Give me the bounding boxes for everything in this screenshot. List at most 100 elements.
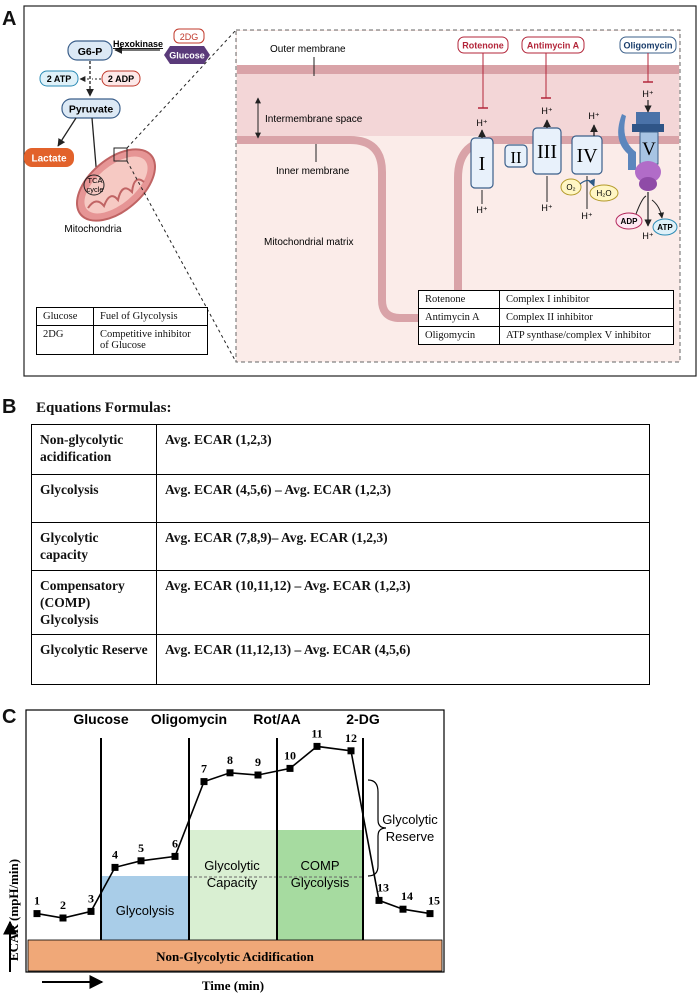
reserve-label-2: Reserve <box>386 829 434 844</box>
oligomycin-label: Oligomycin <box>623 41 672 51</box>
data-label-12: 12 <box>345 731 357 745</box>
data-point-4 <box>111 863 119 871</box>
glucose-label: Glucose <box>169 51 205 61</box>
data-point-6 <box>171 852 179 860</box>
svg-text:H⁺: H⁺ <box>476 118 487 128</box>
data-label-2: 2 <box>60 898 66 912</box>
lactate-box <box>24 148 74 167</box>
svg-text:ATP: ATP <box>657 223 673 232</box>
antimycin-box <box>521 36 585 54</box>
data-label-8: 8 <box>227 753 233 767</box>
complex-ii <box>504 144 528 168</box>
svg-text:H⁺: H⁺ <box>476 205 487 215</box>
hexokinase-label: Hexokinase <box>113 39 163 49</box>
svg-text:V: V <box>642 139 656 160</box>
tag-2dg-label: 2DG <box>180 32 199 42</box>
complex-iv <box>571 135 603 175</box>
svg-text:H⁺: H⁺ <box>541 203 552 213</box>
tca-label: TCA <box>88 176 103 185</box>
region-label-glycolysis: Glycolysis <box>116 903 175 918</box>
svg-text:H⁺: H⁺ <box>588 111 599 121</box>
svg-text:O₂: O₂ <box>566 183 575 192</box>
injection-label-rotaa: Rot/AA <box>253 711 300 727</box>
h2o-ellipse <box>589 184 619 202</box>
svg-text:H⁺: H⁺ <box>541 106 552 116</box>
panel-b-letter: B <box>2 396 17 418</box>
data-point-5 <box>137 857 145 865</box>
data-label-15: 15 <box>428 894 440 908</box>
matrix-label: Mitochondrial matrix <box>264 237 353 248</box>
tag-2dg-box <box>173 28 205 44</box>
svg-text:H⁺: H⁺ <box>642 89 653 99</box>
cycle-label: cycle <box>86 185 103 194</box>
intermembrane-space <box>237 74 679 136</box>
baseline-label: Non-Glycolytic Acidification <box>156 949 315 964</box>
inner-membrane-label: Inner membrane <box>276 166 350 177</box>
data-point-7 <box>200 778 208 786</box>
data-label-1: 1 <box>34 894 40 908</box>
data-point-15 <box>426 910 434 918</box>
injection-label-oligomycin: Oligomycin <box>151 711 227 727</box>
g6p-box <box>67 40 113 61</box>
pyruvate-to-lactate-arrow <box>57 117 77 147</box>
x-axis-label: Time (min) <box>202 978 264 993</box>
svg-text:IV: IV <box>576 145 598 167</box>
adp2-label: 2 ADP <box>108 74 134 84</box>
region-glycolysis <box>101 876 189 940</box>
adp-ellipse <box>615 212 643 230</box>
atp2-box <box>39 70 79 87</box>
antimycin-label: Antimycin A <box>527 41 580 51</box>
svg-text:H₂O: H₂O <box>596 189 611 198</box>
data-label-3: 3 <box>88 891 94 905</box>
ecar-chart: Non-Glycolytic Acidification Glucose Oli… <box>2 709 445 993</box>
svg-text:ADP: ADP <box>621 217 639 226</box>
injection-label-glucose: Glucose <box>73 711 128 727</box>
data-point-3 <box>87 907 95 915</box>
region-label-capacity-1: Glycolytic <box>204 858 260 873</box>
data-label-4: 4 <box>112 847 118 861</box>
region-label-comp-2: Glycolysis <box>291 875 350 890</box>
reserve-label-1: Glycolytic <box>382 812 438 827</box>
data-point-11 <box>313 742 321 750</box>
region-baseline <box>27 939 443 972</box>
pyruvate-label: Pyruvate <box>69 104 114 116</box>
o2-ellipse <box>560 178 582 196</box>
lactate-label: Lactate <box>31 154 66 165</box>
data-point-8 <box>226 769 234 777</box>
y-axis-label: ECAR (mpH/min) <box>6 859 21 961</box>
data-point-13 <box>375 896 383 904</box>
panel-a-diagram: G6-P Hexokinase 2DG Glucose 2 ATP 2 ADP … <box>23 5 697 377</box>
svg-text:H⁺: H⁺ <box>642 231 653 241</box>
data-point-2 <box>59 914 67 922</box>
data-label-14: 14 <box>401 889 413 903</box>
region-comp <box>277 830 363 940</box>
equations-title: Equations Formulas: <box>36 400 172 416</box>
data-label-11: 11 <box>311 726 322 740</box>
reserve-bracket <box>367 779 387 877</box>
data-label-5: 5 <box>138 841 144 855</box>
glucose-hexagon <box>164 46 210 64</box>
outer-membrane <box>237 65 679 74</box>
rotenone-label: Rotenone <box>462 41 504 51</box>
svg-text:I: I <box>479 153 486 175</box>
data-point-10 <box>286 764 294 772</box>
region-label-capacity-2: Capacity <box>207 875 258 890</box>
svg-text:III: III <box>537 141 557 163</box>
zoom-square <box>113 147 128 162</box>
mitochondrion-icon <box>75 148 157 222</box>
mitochondria-label: Mitochondria <box>64 224 122 235</box>
data-point-12 <box>347 747 355 755</box>
atp-synthase-icon <box>618 112 664 191</box>
data-point-1 <box>33 910 41 918</box>
panel-c-letter: C <box>2 706 17 728</box>
